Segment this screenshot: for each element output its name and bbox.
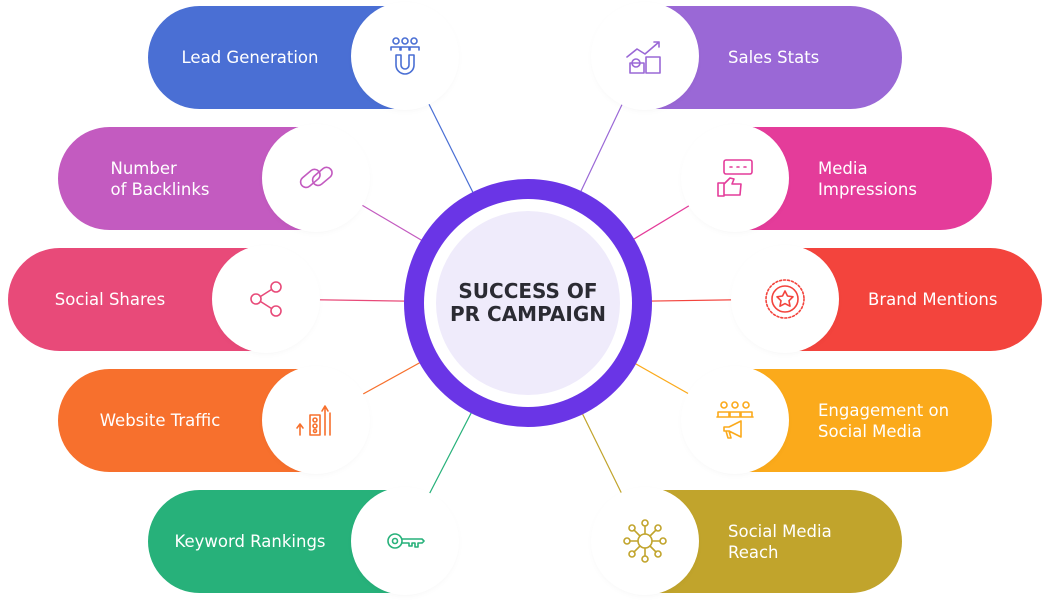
center-hub: SUCCESS OF PR CAMPAIGN [404, 179, 652, 427]
network-icon [597, 493, 693, 589]
magnet-people-icon [357, 8, 453, 104]
metric-label: Brand Mentions [868, 290, 998, 309]
center-title: SUCCESS OF PR CAMPAIGN [450, 279, 606, 326]
metric-label: Media Impressions [818, 158, 917, 199]
metric-label: Lead Generation [181, 48, 319, 67]
traffic-chart-icon [268, 372, 364, 468]
sales-chart-icon [597, 8, 693, 104]
metric-label: Number of Backlinks [110, 158, 210, 199]
metric-label: Keyword Rankings [174, 532, 326, 551]
megaphone-people-icon [687, 372, 783, 468]
metric-label: Website Traffic [99, 411, 221, 430]
metric-label: Social Media Reach [728, 521, 832, 562]
metric-label: Sales Stats [728, 48, 820, 67]
rating-thumbs-icon [687, 130, 783, 226]
metric-label: Social Shares [54, 290, 166, 309]
metric-label: Engagement on Social Media [818, 400, 950, 441]
key-icon [357, 493, 453, 589]
share-icon [218, 251, 314, 347]
star-badge-icon [737, 251, 833, 347]
link-icon [268, 130, 364, 226]
